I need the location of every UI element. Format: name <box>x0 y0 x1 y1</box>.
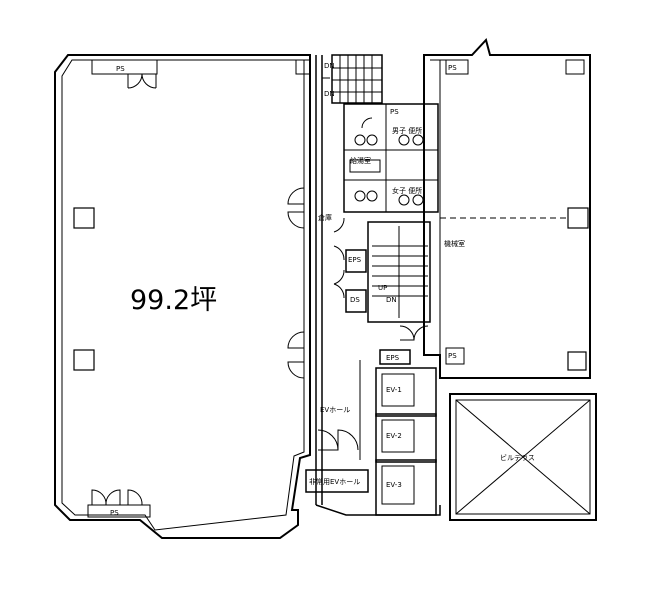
label-toilet-f: 女子 便所 <box>392 186 422 195</box>
office-area-label: 99.2坪 <box>130 285 218 316</box>
label-eps-upper: EPS <box>348 256 362 264</box>
right-office-outer-wall <box>423 37 591 379</box>
label-emergency-evhall: 非常用EVホール <box>309 477 360 486</box>
label-ev1: EV-1 <box>386 386 402 394</box>
label-ev2: EV-2 <box>386 432 402 440</box>
label-machine: 機械室 <box>444 239 465 248</box>
label-ds: DS <box>350 296 360 304</box>
label-ps-small-right: PS <box>448 352 457 360</box>
label-ps-top-right: PS <box>448 64 457 72</box>
label-evhall: EVホール <box>320 406 350 414</box>
label-ps-top-left: PS <box>116 65 125 73</box>
label-ev3: EV-3 <box>386 481 402 489</box>
label-up: UP <box>378 284 387 292</box>
label-kitchen: 給湯室 <box>350 156 371 165</box>
label-storage: 倉庫 <box>318 213 332 222</box>
label-ps-mid: PS <box>390 108 399 116</box>
label-void: ビルテラス <box>500 453 535 462</box>
label-dn-lower: DN <box>324 90 335 98</box>
label-dn-stair: DN <box>386 296 397 304</box>
label-ps-bottom-left: PS <box>110 509 119 517</box>
office-inner-wall <box>61 59 305 531</box>
office-outer-wall <box>54 54 311 539</box>
label-dn-upper: DN <box>324 62 335 70</box>
label-toilet-m: 男子 便所 <box>392 126 422 135</box>
label-eps-lower: EPS <box>386 354 400 362</box>
